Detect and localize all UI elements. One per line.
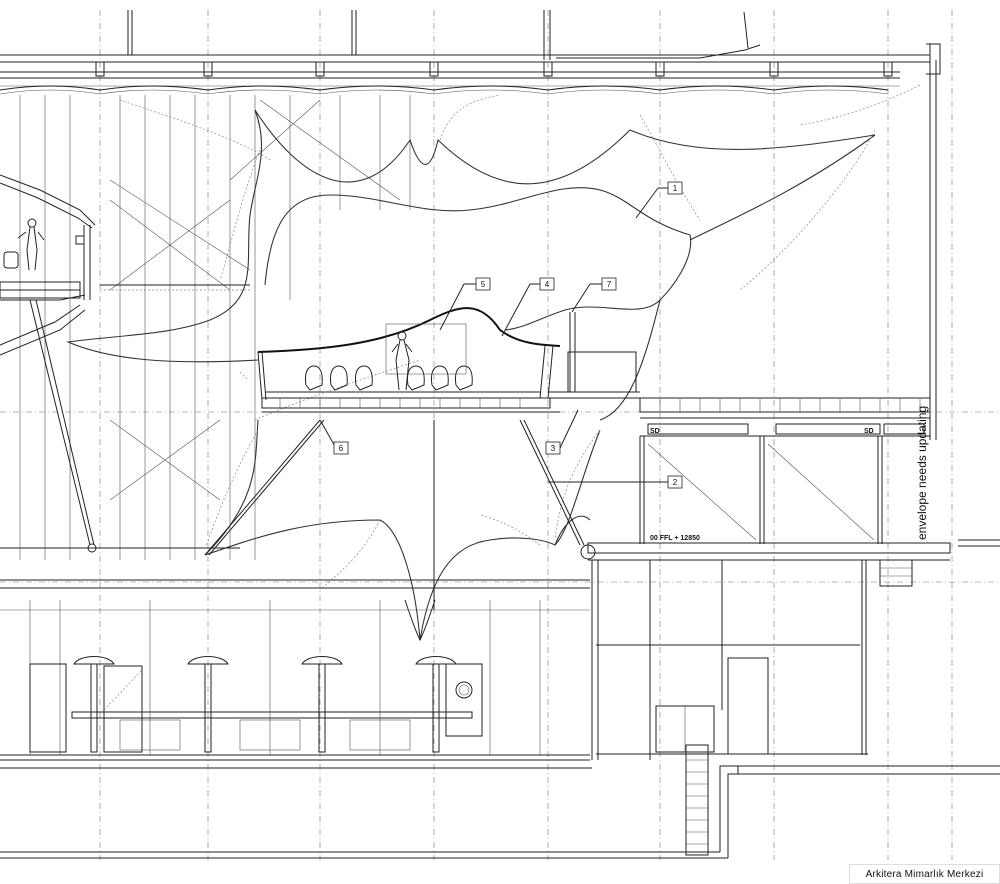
tensile-membrane [65,84,921,642]
callout-leaders [239,187,668,483]
callout-3-label: 3 [551,444,556,453]
callout-6-label: 6 [339,444,344,453]
meeting-pod [257,307,640,413]
callout-1-label: 1 [673,184,678,193]
floor-level-label: 00 FFL + 12850 [650,535,700,542]
callout-1: 1 [667,181,683,195]
callout-2: 2 [667,475,683,489]
credit-watermark: Arkitera Mimarlık Merkezi [849,864,1000,884]
right-structure [587,397,1000,587]
callout-4: 4 [539,277,555,291]
callout-3: 3 [545,441,561,455]
sd-label-right: SD [864,428,874,435]
ground-level [0,560,1000,859]
left-gallery [0,174,97,553]
roof-structure [0,10,941,440]
callout-2-label: 2 [673,478,678,487]
callout-7-label: 7 [607,280,612,289]
callout-4-label: 4 [545,280,550,289]
envelope-note: envelope needs updating [915,406,929,540]
callout-6: 6 [333,441,349,455]
callout-5-label: 5 [481,280,486,289]
callout-7: 7 [601,277,617,291]
sd-label-left: SD [650,428,660,435]
background-glazing [0,95,411,560]
callout-5: 5 [475,277,491,291]
